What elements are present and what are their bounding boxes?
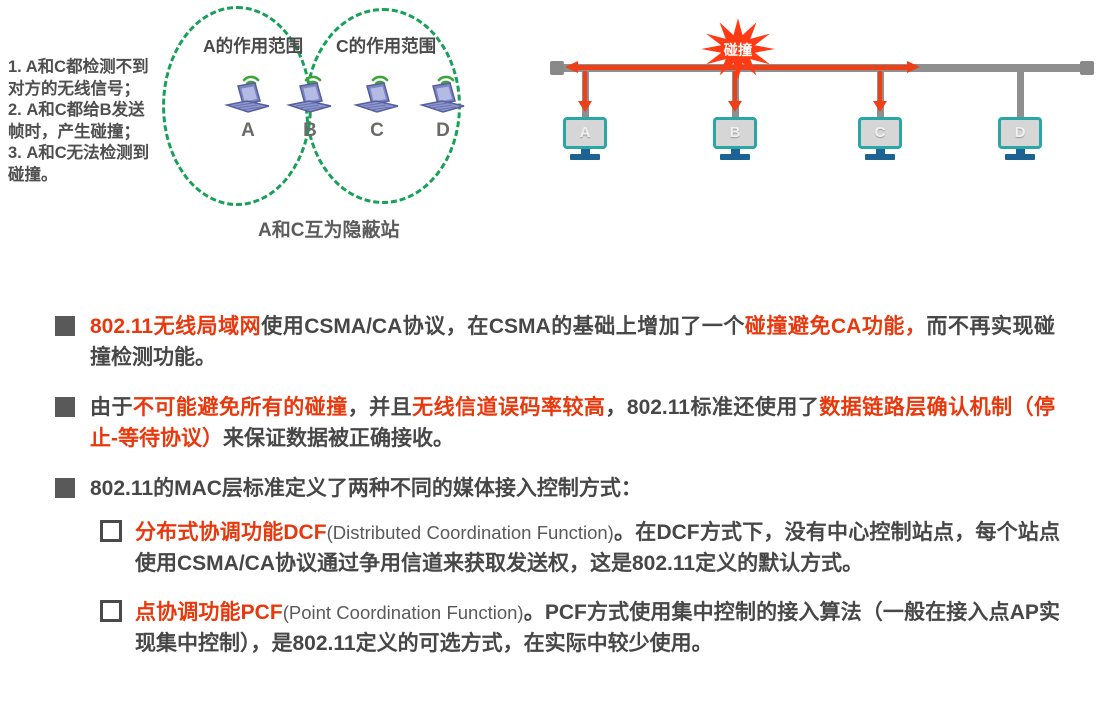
- wireless-station-a: A: [220, 72, 276, 140]
- signal-arrow-down-icon: [578, 101, 592, 112]
- text-segment: 由于: [90, 396, 133, 419]
- hollow-square-bullet-icon: [100, 600, 122, 622]
- filled-square-bullet-icon: [55, 397, 75, 417]
- monitor-stand: [580, 149, 590, 154]
- text-segment: ，并且: [347, 396, 413, 419]
- station-label: C: [370, 120, 384, 141]
- signal-arrow-left-icon: [565, 61, 578, 73]
- laptop-icon: [353, 75, 399, 113]
- station-label: A: [241, 120, 255, 141]
- text-segment: 不可能避免所有的碰撞: [132, 396, 348, 419]
- text-segment: 802.11的MAC层标准定义了两种不同的媒体接入控制方式：: [90, 477, 642, 500]
- signal-arrow: [583, 71, 587, 102]
- computer-icon-a: A: [562, 117, 608, 160]
- signal-arrow-down-icon: [873, 101, 887, 112]
- monitor-base: [720, 154, 750, 160]
- bus-terminator-left: [550, 61, 564, 75]
- monitor-screen: B: [713, 117, 757, 149]
- collision-label: 碰撞: [724, 41, 753, 59]
- wireless-station-b: B: [282, 72, 338, 140]
- text-segment: 。在DCF方式下，没有中心控制站点，每个站点使用CSMA/CA协议通过争用信道来…: [135, 521, 1060, 575]
- text-segment: (Distributed Coordination Function): [326, 522, 614, 543]
- signal-arrow: [733, 71, 737, 102]
- filled-square-bullet-icon: [55, 478, 75, 498]
- filled-square-bullet-icon: [55, 316, 75, 336]
- text-segment: 点协调功能PCF: [135, 601, 283, 624]
- signal-path: [578, 65, 908, 70]
- bullet-text: 802.11无线局域网使用CSMA/CA协议，在CSMA的基础上增加了一个碰撞避…: [90, 311, 1055, 373]
- computer-icon-b: B: [712, 117, 758, 160]
- bullet-item-1: 802.11无线局域网使用CSMA/CA协议，在CSMA的基础上增加了一个碰撞避…: [55, 311, 1062, 373]
- bullet-item-4: 分布式协调功能DCF(Distributed Coordination Func…: [100, 517, 1062, 579]
- text-segment: 分布式协调功能DCF: [135, 521, 327, 544]
- text-segment: ，802.11标准还使用了: [605, 396, 820, 419]
- bullet-text: 802.11的MAC层标准定义了两种不同的媒体接入控制方式：: [90, 473, 642, 504]
- text-segment: (Point Coordination Function): [282, 602, 524, 623]
- bus-terminator-right: [1080, 61, 1094, 75]
- wireless-station-c: C: [349, 72, 405, 140]
- text-segment: 而不再实现碰撞检测功能。: [90, 315, 1055, 369]
- coverage-label-c: C的作用范围: [336, 36, 437, 56]
- text-segment: 来保证数据被正确接收。: [223, 427, 454, 450]
- monitor-stand: [730, 149, 740, 154]
- computer-icon-d: D: [997, 117, 1043, 160]
- station-label: D: [436, 120, 450, 141]
- hidden-station-notes: 1. A和C都检测不到 对方的无线信号； 2. A和C都给B发送 帧时，产生碰撞…: [8, 58, 150, 184]
- computer-icon-c: C: [857, 117, 903, 160]
- text-segment: 数据链路层确认机制（停止-等待协议）: [90, 396, 1056, 450]
- monitor-base: [570, 154, 600, 160]
- bullet-item-2: 由于不可能避免所有的碰撞，并且无线信道误码率较高，802.11标准还使用了数据链…: [55, 392, 1062, 454]
- bullet-text: 分布式协调功能DCF(Distributed Coordination Func…: [135, 517, 1060, 579]
- text-segment: 802.11无线局域网: [90, 315, 262, 338]
- diagrams-area: 1. A和C都检测不到 对方的无线信号； 2. A和C都给B发送 帧时，产生碰撞…: [0, 0, 1102, 300]
- laptop-icon: [419, 75, 465, 113]
- coverage-label-a: A的作用范围: [203, 36, 304, 56]
- laptop-icon: [286, 75, 332, 113]
- monitor-base: [865, 154, 895, 160]
- bullet-item-3: 802.11的MAC层标准定义了两种不同的媒体接入控制方式：: [55, 473, 1062, 504]
- laptop-icon: [224, 75, 270, 113]
- text-segment: 使用CSMA/CA协议，在CSMA的基础上增加了一个: [261, 315, 745, 338]
- monitor-screen: A: [563, 117, 607, 149]
- station-label: B: [303, 120, 317, 141]
- text-segment: 。PCF方式使用集中控制的接入算法（一般在接入点AP实现集中控制），是802.1…: [135, 601, 1061, 655]
- bullet-list: 802.11无线局域网使用CSMA/CA协议，在CSMA的基础上增加了一个碰撞避…: [0, 300, 1102, 677]
- monitor-stand: [1015, 149, 1025, 154]
- wireless-station-d: D: [415, 72, 471, 140]
- text-segment: 无线信道误码率较高: [412, 396, 606, 419]
- bullet-text: 由于不可能避免所有的碰撞，并且无线信道误码率较高，802.11标准还使用了数据链…: [90, 392, 1055, 454]
- drop-cable-d: [1016, 68, 1024, 118]
- signal-arrow-right-icon: [907, 61, 920, 73]
- monitor-screen: C: [858, 117, 902, 149]
- monitor-stand: [875, 149, 885, 154]
- monitor-screen: D: [998, 117, 1042, 149]
- hidden-station-caption: A和C互为隐蔽站: [258, 220, 400, 241]
- text-segment: 碰撞避免CA功能，: [744, 315, 927, 338]
- collision-burst-icon: 碰撞: [701, 18, 775, 80]
- bullet-item-5: 点协调功能PCF(Point Coordination Function)。PC…: [100, 597, 1062, 659]
- signal-arrow-down-icon: [728, 101, 742, 112]
- bullet-text: 点协调功能PCF(Point Coordination Function)。PC…: [135, 597, 1060, 659]
- monitor-base: [1005, 154, 1035, 160]
- signal-arrow: [878, 71, 882, 102]
- hollow-square-bullet-icon: [100, 520, 122, 542]
